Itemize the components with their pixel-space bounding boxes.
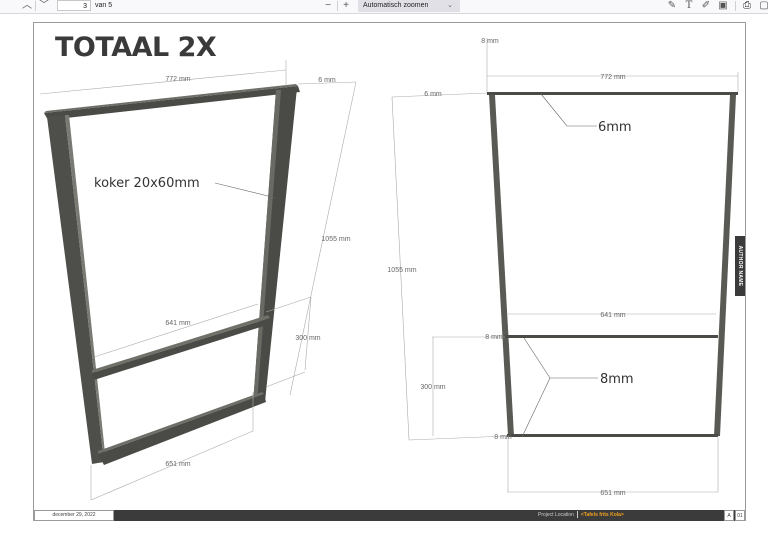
dim-rung-height: 300 mm bbox=[420, 384, 445, 391]
minus-icon: − bbox=[325, 0, 331, 11]
callout-tube: koker 20x60mm bbox=[94, 176, 200, 191]
callout-top: 6mm bbox=[598, 120, 632, 135]
dim-bottom-thickness: 8 mm bbox=[494, 434, 512, 441]
toolbar-divider bbox=[337, 1, 338, 11]
image-button[interactable]: ▣ bbox=[717, 0, 729, 12]
dim-bottom-width: 651 mm bbox=[165, 461, 190, 468]
dim-rung-width: 641 mm bbox=[600, 312, 625, 319]
zoom-out-button[interactable]: − bbox=[322, 0, 334, 12]
dim-height: 1055 mm bbox=[321, 236, 350, 243]
author-tab: AUTHOR NAME bbox=[735, 236, 745, 296]
project-label: Project Location bbox=[538, 512, 574, 518]
dim-bottom-width: 651 mm bbox=[600, 490, 625, 497]
zoom-select[interactable]: Automatisch zoomen ⌄ bbox=[358, 0, 460, 12]
image-icon: ▣ bbox=[718, 0, 728, 11]
chevron-down-icon: ⌄ bbox=[447, 2, 453, 9]
revision: A bbox=[724, 510, 734, 521]
pdf-toolbar: ︿ ﹀ 3 van 5 − + Automatisch zoomen ⌄ ✎ T… bbox=[0, 0, 768, 14]
next-page-button[interactable]: ﹀ bbox=[37, 0, 51, 12]
right-view-frame bbox=[487, 92, 738, 437]
text-icon: T bbox=[685, 0, 693, 11]
page-number-input[interactable]: 3 bbox=[57, 0, 91, 11]
left-view-dimensions bbox=[39, 60, 357, 501]
zoom-select-label: Automatisch zoomen bbox=[363, 2, 429, 9]
print-button[interactable]: ⎙ bbox=[741, 0, 753, 12]
text-button[interactable]: T bbox=[683, 0, 695, 12]
drawing-date: december 29, 2022 bbox=[34, 510, 114, 521]
dim-height: 1055 mm bbox=[387, 267, 416, 274]
page-title: TOTAAL 2X bbox=[55, 32, 217, 63]
left-view-frame bbox=[44, 84, 300, 465]
right-view-leaders bbox=[521, 93, 598, 438]
chevron-down-icon: ﹀ bbox=[39, 0, 49, 11]
dim-rung-width: 641 mm bbox=[165, 320, 190, 327]
previous-page-button[interactable]: ︿ bbox=[20, 0, 34, 12]
title-block: december 29, 2022 Project Location <Tafel… bbox=[34, 510, 745, 521]
callout-bottom: 8mm bbox=[600, 372, 634, 387]
right-view-dimensions bbox=[391, 38, 739, 493]
dim-top-thickness: 6 mm bbox=[424, 91, 442, 98]
highlight-icon: ✎ bbox=[667, 0, 677, 11]
dim-rung-height: 300 mm bbox=[295, 335, 320, 342]
toolbar-divider bbox=[35, 1, 36, 11]
callout-leader bbox=[214, 182, 277, 199]
zoom-in-button[interactable]: + bbox=[340, 0, 352, 12]
page-count: van 5 bbox=[95, 2, 113, 9]
sheet-number: 01 bbox=[735, 510, 745, 521]
draw-icon: ✐ bbox=[701, 0, 711, 11]
save-icon: ▢ bbox=[759, 0, 768, 11]
toolbar-divider bbox=[735, 1, 736, 11]
dim-top-width: 772 mm bbox=[165, 76, 190, 83]
draw-button[interactable]: ✐ bbox=[700, 0, 712, 12]
dim-top-thickness: 6 mm bbox=[318, 77, 336, 84]
plus-icon: + bbox=[343, 0, 349, 11]
author-name: AUTHOR NAME bbox=[737, 245, 743, 287]
chevron-up-icon: ︿ bbox=[22, 0, 32, 11]
save-button[interactable]: ▢ bbox=[758, 0, 768, 12]
dim-top-offset: 8 mm bbox=[481, 38, 499, 45]
highlight-button[interactable]: ✎ bbox=[666, 0, 678, 12]
dim-top-width: 772 mm bbox=[600, 74, 625, 81]
print-icon: ⎙ bbox=[743, 0, 751, 11]
project-info: Project Location <Tafels frits Kola> bbox=[538, 510, 624, 521]
divider bbox=[576, 511, 578, 519]
project-name: <Tafels frits Kola> bbox=[580, 512, 624, 518]
dim-rung-thickness: 8 mm bbox=[485, 334, 503, 341]
